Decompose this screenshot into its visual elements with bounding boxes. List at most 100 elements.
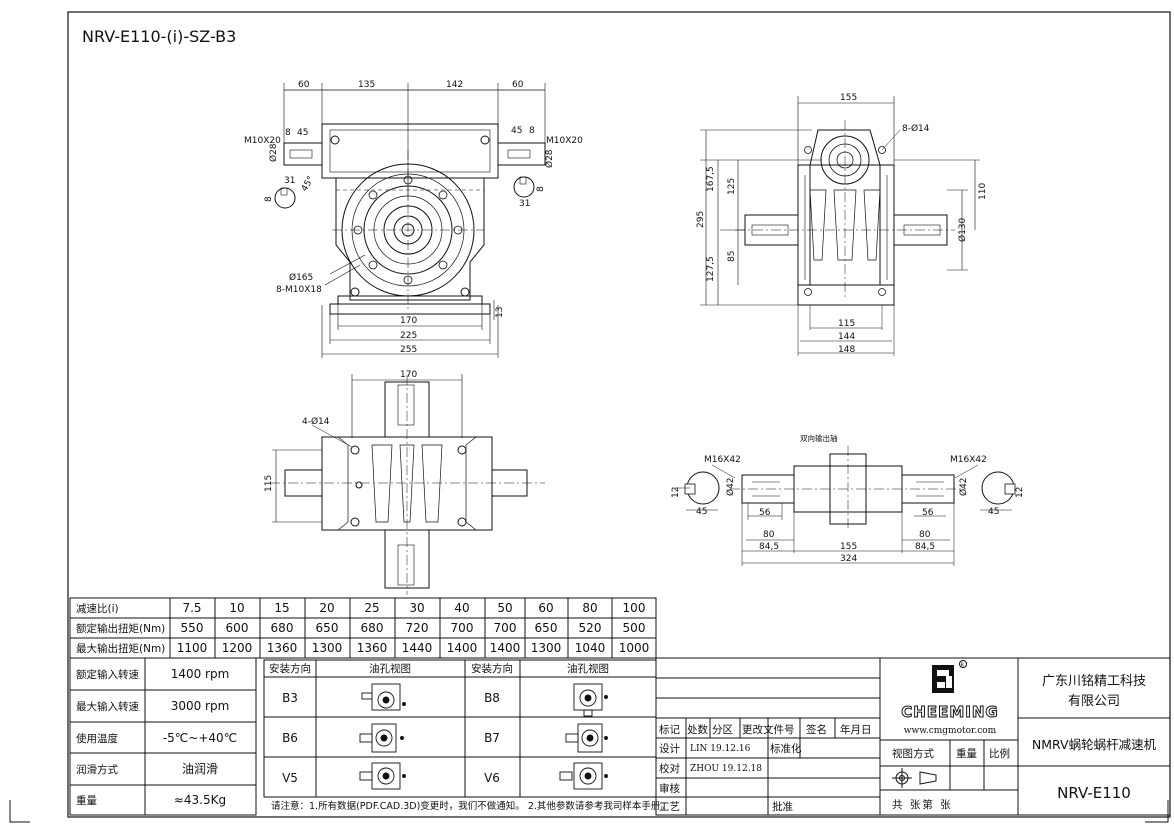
shaft-right-length: 45	[988, 507, 999, 517]
ratio-row-label: 减速比(i)	[76, 602, 119, 615]
title-block	[655, 657, 1171, 816]
ratio-cell: 25	[364, 601, 379, 615]
check-label: 校对	[659, 762, 680, 775]
spec-value: -5℃~+40℃	[163, 731, 237, 745]
weight-label: 重量	[956, 747, 977, 760]
rev-header: 处数	[687, 723, 708, 736]
max-torque-cell: 1040	[575, 641, 606, 655]
company-line-1: 广东川铭精工科技	[1042, 674, 1146, 689]
trim-marks	[9, 800, 1169, 823]
ratio-cell: 30	[409, 601, 424, 615]
max-torque-cell: 1400	[490, 641, 521, 655]
rated-torque-cell: 700	[494, 621, 517, 635]
side-view	[700, 96, 980, 356]
mount-code: B6	[282, 731, 298, 745]
rev-header: 更改文件号	[742, 723, 795, 736]
mount-note: 请注意：1.所有数据(PDF.CAD.3D)变更时，我们不做通知。 2.其他参数…	[271, 800, 670, 812]
spec-label: 使用温度	[76, 732, 118, 745]
top-view-width: 170	[400, 370, 417, 380]
dim-front-top-4: 60	[512, 80, 524, 90]
oil-view-v6	[559, 762, 608, 790]
review-label: 审核	[659, 782, 680, 795]
spec-table	[69, 657, 257, 816]
left-shaft-angle: 45°	[300, 175, 317, 194]
spec-value: 3000 rpm	[171, 699, 230, 713]
oil-view-b6	[359, 723, 404, 753]
side-dim-167: 167,5	[706, 166, 716, 192]
rated-torque-cell: 680	[361, 621, 384, 635]
ratio-cell: 50	[497, 601, 512, 615]
side-total-height: 295	[696, 211, 706, 228]
mount-table	[263, 659, 657, 798]
website: www.cmgmotor.com	[904, 726, 997, 736]
spec-label: 额定输入转速	[76, 668, 139, 681]
max-torque-cell: 1100	[177, 641, 208, 655]
mount-code: B7	[484, 731, 500, 745]
right-shaft-w1: 45	[511, 126, 522, 136]
shaft-left-length: 45	[696, 507, 707, 517]
max-torque-cell: 1200	[222, 641, 253, 655]
craft-label: 工艺	[659, 801, 680, 813]
shaft-right-diameter: Ø42	[958, 477, 969, 496]
right-key-width: 8	[536, 186, 546, 192]
top-view	[270, 374, 545, 595]
shaft-right-key: 12	[1015, 487, 1025, 498]
shaft-right-key-length: 56	[922, 508, 934, 518]
rev-header: 标记	[659, 724, 680, 736]
rated-torque-cell: 720	[406, 621, 429, 635]
left-shaft-w1: 8	[285, 128, 291, 138]
company-line-2: 有限公司	[1068, 694, 1120, 709]
dim-front-bottom-1: 170	[400, 316, 417, 326]
right-shaft-diameter: Ø28	[544, 149, 555, 168]
shaft-left-key-length: 56	[759, 508, 771, 518]
shaft-detail-title: 双向输出轴	[800, 433, 838, 443]
ratio-cell: 20	[319, 601, 334, 615]
spec-label: 润滑方式	[76, 763, 118, 776]
max-torque-cell: 1300	[531, 641, 562, 655]
ratio-cell: 60	[538, 601, 553, 615]
cheeming-logo-icon: R	[932, 660, 967, 693]
mount-header: 安装方向	[471, 662, 513, 675]
spec-label: 重量	[76, 794, 97, 807]
oil-view-thumbnails	[359, 683, 608, 790]
ratio-cell: 100	[623, 601, 646, 615]
side-dim-d130: Ø130	[957, 217, 968, 242]
oil-view-b3	[361, 683, 406, 711]
side-bottom-1: 115	[838, 319, 855, 329]
shaft-len-2: 84,5	[759, 542, 779, 552]
max-torque-cell: 1400	[447, 641, 478, 655]
dim-front-top-3: 142	[446, 80, 463, 90]
shaft-len-5: 84,5	[915, 542, 935, 552]
spec-label: 最大输入转速	[76, 700, 139, 713]
spec-value: 1400 rpm	[171, 667, 230, 681]
max-torque-row-label: 最大输出扭矩(Nm)	[76, 642, 165, 655]
spec-value: 油润滑	[182, 762, 218, 776]
max-torque-cell: 1440	[402, 641, 433, 655]
rated-torque-cell: 700	[451, 621, 474, 635]
left-shaft-diameter: Ø28	[268, 143, 279, 162]
product-name: NMRV蜗轮蜗杆减速机	[1032, 737, 1157, 752]
left-key-height: 31	[284, 176, 295, 186]
dim-front-bottom-3: 255	[400, 345, 417, 355]
ratio-cell: 80	[582, 601, 597, 615]
std-label: 标准化	[770, 742, 802, 755]
mount-header: 安装方向	[269, 662, 311, 675]
side-bottom-3: 148	[838, 345, 855, 355]
rated-torque-cell: 600	[226, 621, 249, 635]
model-number: NRV-E110	[1057, 784, 1131, 802]
shaft-len-4: 80	[919, 530, 931, 540]
rated-torque-cell: 520	[579, 621, 602, 635]
flange-diameter: Ø165	[289, 272, 313, 283]
drawing-title: NRV-E110-(i)-SZ-B3	[82, 27, 236, 46]
rev-header: 签名	[806, 723, 827, 736]
rev-header: 年月日	[840, 723, 872, 736]
shaft-left-key: 12	[671, 487, 681, 498]
ratio-table	[69, 597, 657, 659]
max-torque-cell: 1360	[357, 641, 388, 655]
mount-header: 油孔视图	[369, 662, 411, 675]
front-base-height: 13	[495, 307, 505, 318]
top-view-holes: 4-Ø14	[302, 416, 330, 427]
max-torque-cell: 1360	[267, 641, 298, 655]
brand-name: CHEEMING	[901, 703, 998, 721]
check-value: ZHOU 19.12.18	[690, 764, 762, 774]
